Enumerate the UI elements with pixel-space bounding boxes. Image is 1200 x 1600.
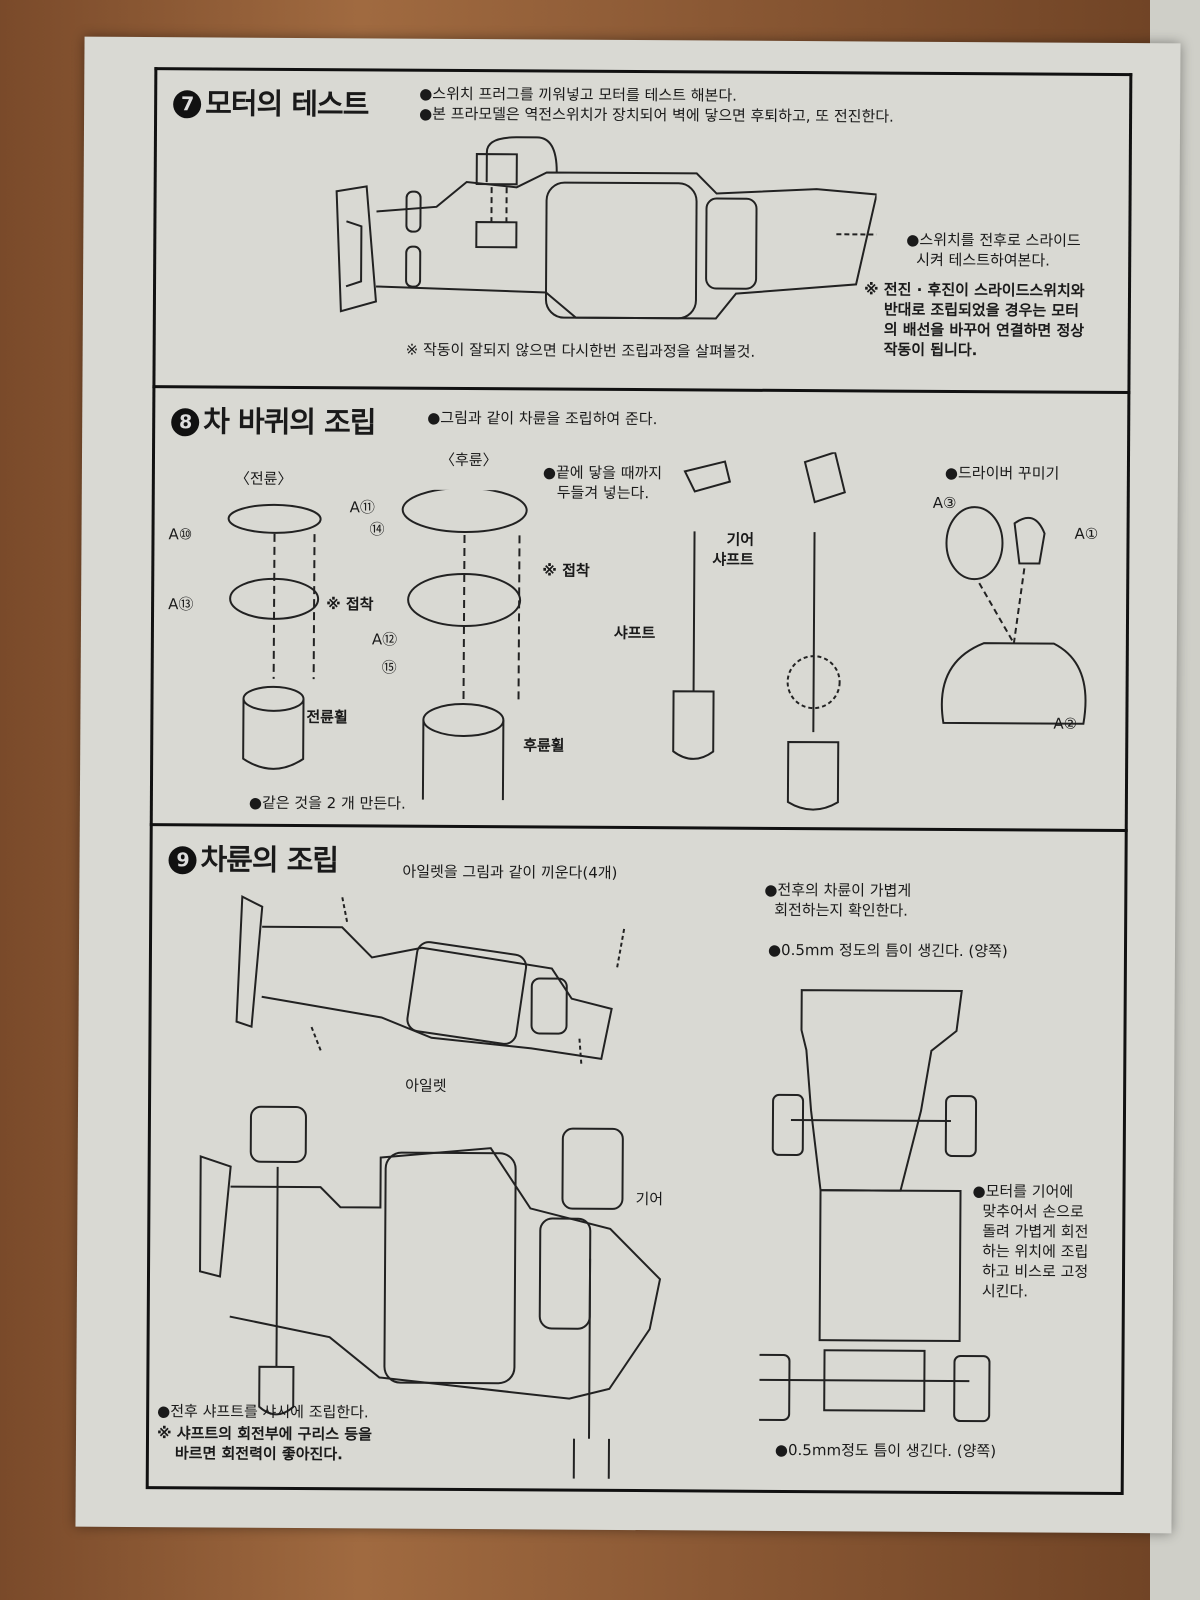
- driver-note: ●드라이버 꾸미기: [944, 463, 1060, 483]
- chassis-axle-illustration: [199, 1105, 662, 1479]
- rear-label: 〈후륜〉: [439, 450, 498, 470]
- gap-note-bottom: ●0.5mm정도 틈이 생긴다. (양쪽): [774, 1440, 997, 1461]
- part-label: A⑬: [168, 595, 194, 614]
- part-label: A⑪: [349, 498, 376, 517]
- warning: 작동이 됩니다.: [883, 340, 978, 360]
- part-label: ⑮: [381, 658, 397, 677]
- title-text: 차 바퀴의 조립: [203, 404, 376, 440]
- grease-note: ※ 샤프트의 회전부에 구리스 등을: [156, 1424, 372, 1444]
- chassis-top-view-illustration: [759, 989, 991, 1423]
- motor-note: 하는 위치에 조립: [982, 1242, 1089, 1261]
- grease-note: 바르면 회전력이 좋아진다.: [174, 1444, 343, 1464]
- chassis-eyelet-illustration: [235, 895, 626, 1064]
- shaft-hammer-illustration: [672, 451, 846, 811]
- make-two-note: ●같은 것을 2 개 만든다.: [248, 793, 406, 813]
- shaft-note: ●전후 샤프트를 샤시에 조립한다.: [157, 1402, 369, 1422]
- note: ●본 프라모델은 역전스위치가 장치되어 벽에 닿으면 후퇴하고, 또 전진한다…: [419, 104, 894, 126]
- front-wheel-label: 전륜휠: [306, 708, 348, 727]
- rotate-note: 회전하는지 확인한다.: [774, 900, 909, 920]
- chassis-motor-illustration: [335, 136, 877, 320]
- part-label: A③: [932, 493, 957, 513]
- glue-label: ※ 접착: [326, 595, 374, 614]
- part-label: A⑫: [371, 630, 398, 649]
- note: ●스위치 프러그를 끼워넣고 모터를 테스트 해본다.: [419, 84, 737, 105]
- eyelet-note: 아일렛을 그림과 같이 끼운다(4개): [402, 862, 618, 882]
- gear-label: 기어: [635, 1190, 664, 1209]
- rotate-note: ●전후의 차륜이 가볍게: [764, 880, 912, 900]
- wheel-parts-illustration: [227, 488, 528, 801]
- driver-figure-illustration: [940, 506, 1087, 725]
- motor-note: ●모터를 기어에: [972, 1182, 1074, 1201]
- step-number: 9: [168, 846, 197, 875]
- eyelet-label: 아일렛: [405, 1076, 447, 1095]
- shaft-label: 샤프트: [613, 623, 656, 643]
- step-number: 7: [173, 90, 202, 119]
- part-label: A②: [1053, 714, 1078, 733]
- warning: ※ 전진 · 후진이 스라이드스위치와: [863, 280, 1085, 300]
- motor-note: 하고 비스로 고정: [981, 1262, 1089, 1281]
- title-text: 모터의 테스트: [205, 86, 369, 122]
- title-text: 차륜의 조립: [200, 842, 339, 878]
- gear-shaft-label: 샤프트: [712, 550, 754, 569]
- warning: 의 배선을 바꾸어 연결하면 정상: [883, 320, 1085, 340]
- gear-shaft-label: 기어: [726, 530, 755, 549]
- slide-note: 시켜 테스트하여본다.: [916, 250, 1051, 270]
- front-label: 〈전륜〉: [234, 469, 293, 488]
- bottom-note: ※ 작동이 잘되지 않으면 다시한번 조립과정을 살펴볼것.: [405, 340, 756, 361]
- motor-note: 돌려 가볍게 회전: [982, 1222, 1089, 1241]
- rear-wheel-label: 후륜휠: [523, 736, 565, 755]
- motor-note: 시킨다.: [981, 1282, 1029, 1301]
- gap-note-top: ●0.5mm 정도의 틈이 생긴다. (양쪽): [767, 940, 1008, 961]
- glue-label: ※ 접착: [542, 561, 590, 580]
- part-label: A①: [1074, 524, 1099, 543]
- motor-note: 맞추어서 손으로: [982, 1202, 1084, 1221]
- note: ●그림과 같이 차륜을 조립하여 준다.: [427, 408, 658, 429]
- part-label: ⑭: [369, 520, 385, 539]
- warning: 반대로 조립되었을 경우는 모터: [883, 300, 1080, 320]
- slide-note: ●스위치를 전후로 스라이드: [906, 230, 1081, 250]
- step-number: 8: [171, 408, 200, 437]
- part-label: A⑩: [168, 525, 193, 544]
